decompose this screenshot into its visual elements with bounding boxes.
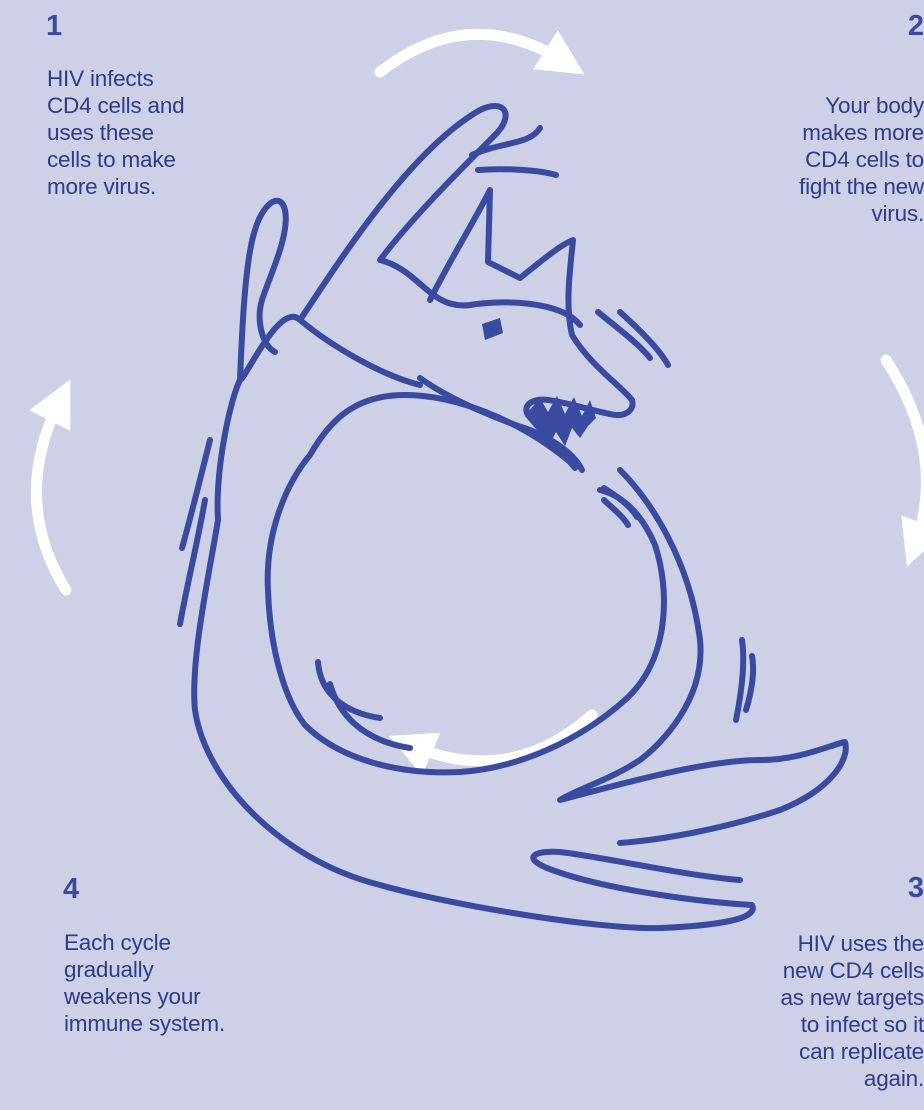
motion-lines [746,656,753,710]
step-1-number: 1 [46,12,62,41]
step-2-line: Your body [704,92,924,119]
step-3-line: to infect so it [704,1011,924,1038]
step-3-line: again. [704,1065,924,1092]
step-3-text: HIV uses the new CD4 cells as new target… [704,930,924,1092]
step-1-line: more virus. [47,173,237,200]
step-4-line: Each cycle [64,929,304,956]
motion-lines [472,128,540,155]
wolf-creature-illustration [240,201,286,380]
step-3-line: as new targets [704,984,924,1011]
step-4-text: Each cycle gradually weakens your immune… [64,929,304,1037]
wolf-creature-illustration [430,190,633,468]
step-4-line: weakens your [64,983,304,1010]
motion-lines [318,662,380,718]
step-2-line: makes more [704,119,924,146]
step-3-number: 3 [908,874,924,903]
wolf-eye [482,318,503,340]
step-3-line: new CD4 cells [704,957,924,984]
cycle-arrow-icon-2-to-3 [886,360,924,545]
step-2-line: virus. [704,200,924,227]
step-3-line: can replicate [704,1038,924,1065]
cycle-arrow-icon-1-to-2 [380,34,565,72]
motion-lines [478,169,556,175]
step-4-number: 4 [63,875,79,904]
motion-lines [736,640,743,720]
step-1-line: cells to make [47,146,237,173]
cycle-arrow-icon-3-to-4 [410,715,592,761]
step-4-line: immune system. [64,1010,304,1037]
step-2-number: 2 [908,12,924,41]
step-2-line: fight the new [704,173,924,200]
step-2-text: Your body makes more CD4 cells to fight … [704,92,924,227]
step-1-line: uses these [47,119,237,146]
cycle-arrow-icon-4-to-1 [36,400,66,590]
step-4-line: gradually [64,956,304,983]
wolf-creature-illustration [300,106,580,325]
step-1-text: HIV infects CD4 cells and uses these cel… [47,65,237,200]
step-2-line: CD4 cells to [704,146,924,173]
step-1-line: CD4 cells and [47,92,237,119]
step-3-line: HIV uses the [704,930,924,957]
cd4-cell-illustration [268,395,664,772]
step-1-line: HIV infects [47,65,237,92]
wolf-creature-illustration [560,470,846,843]
